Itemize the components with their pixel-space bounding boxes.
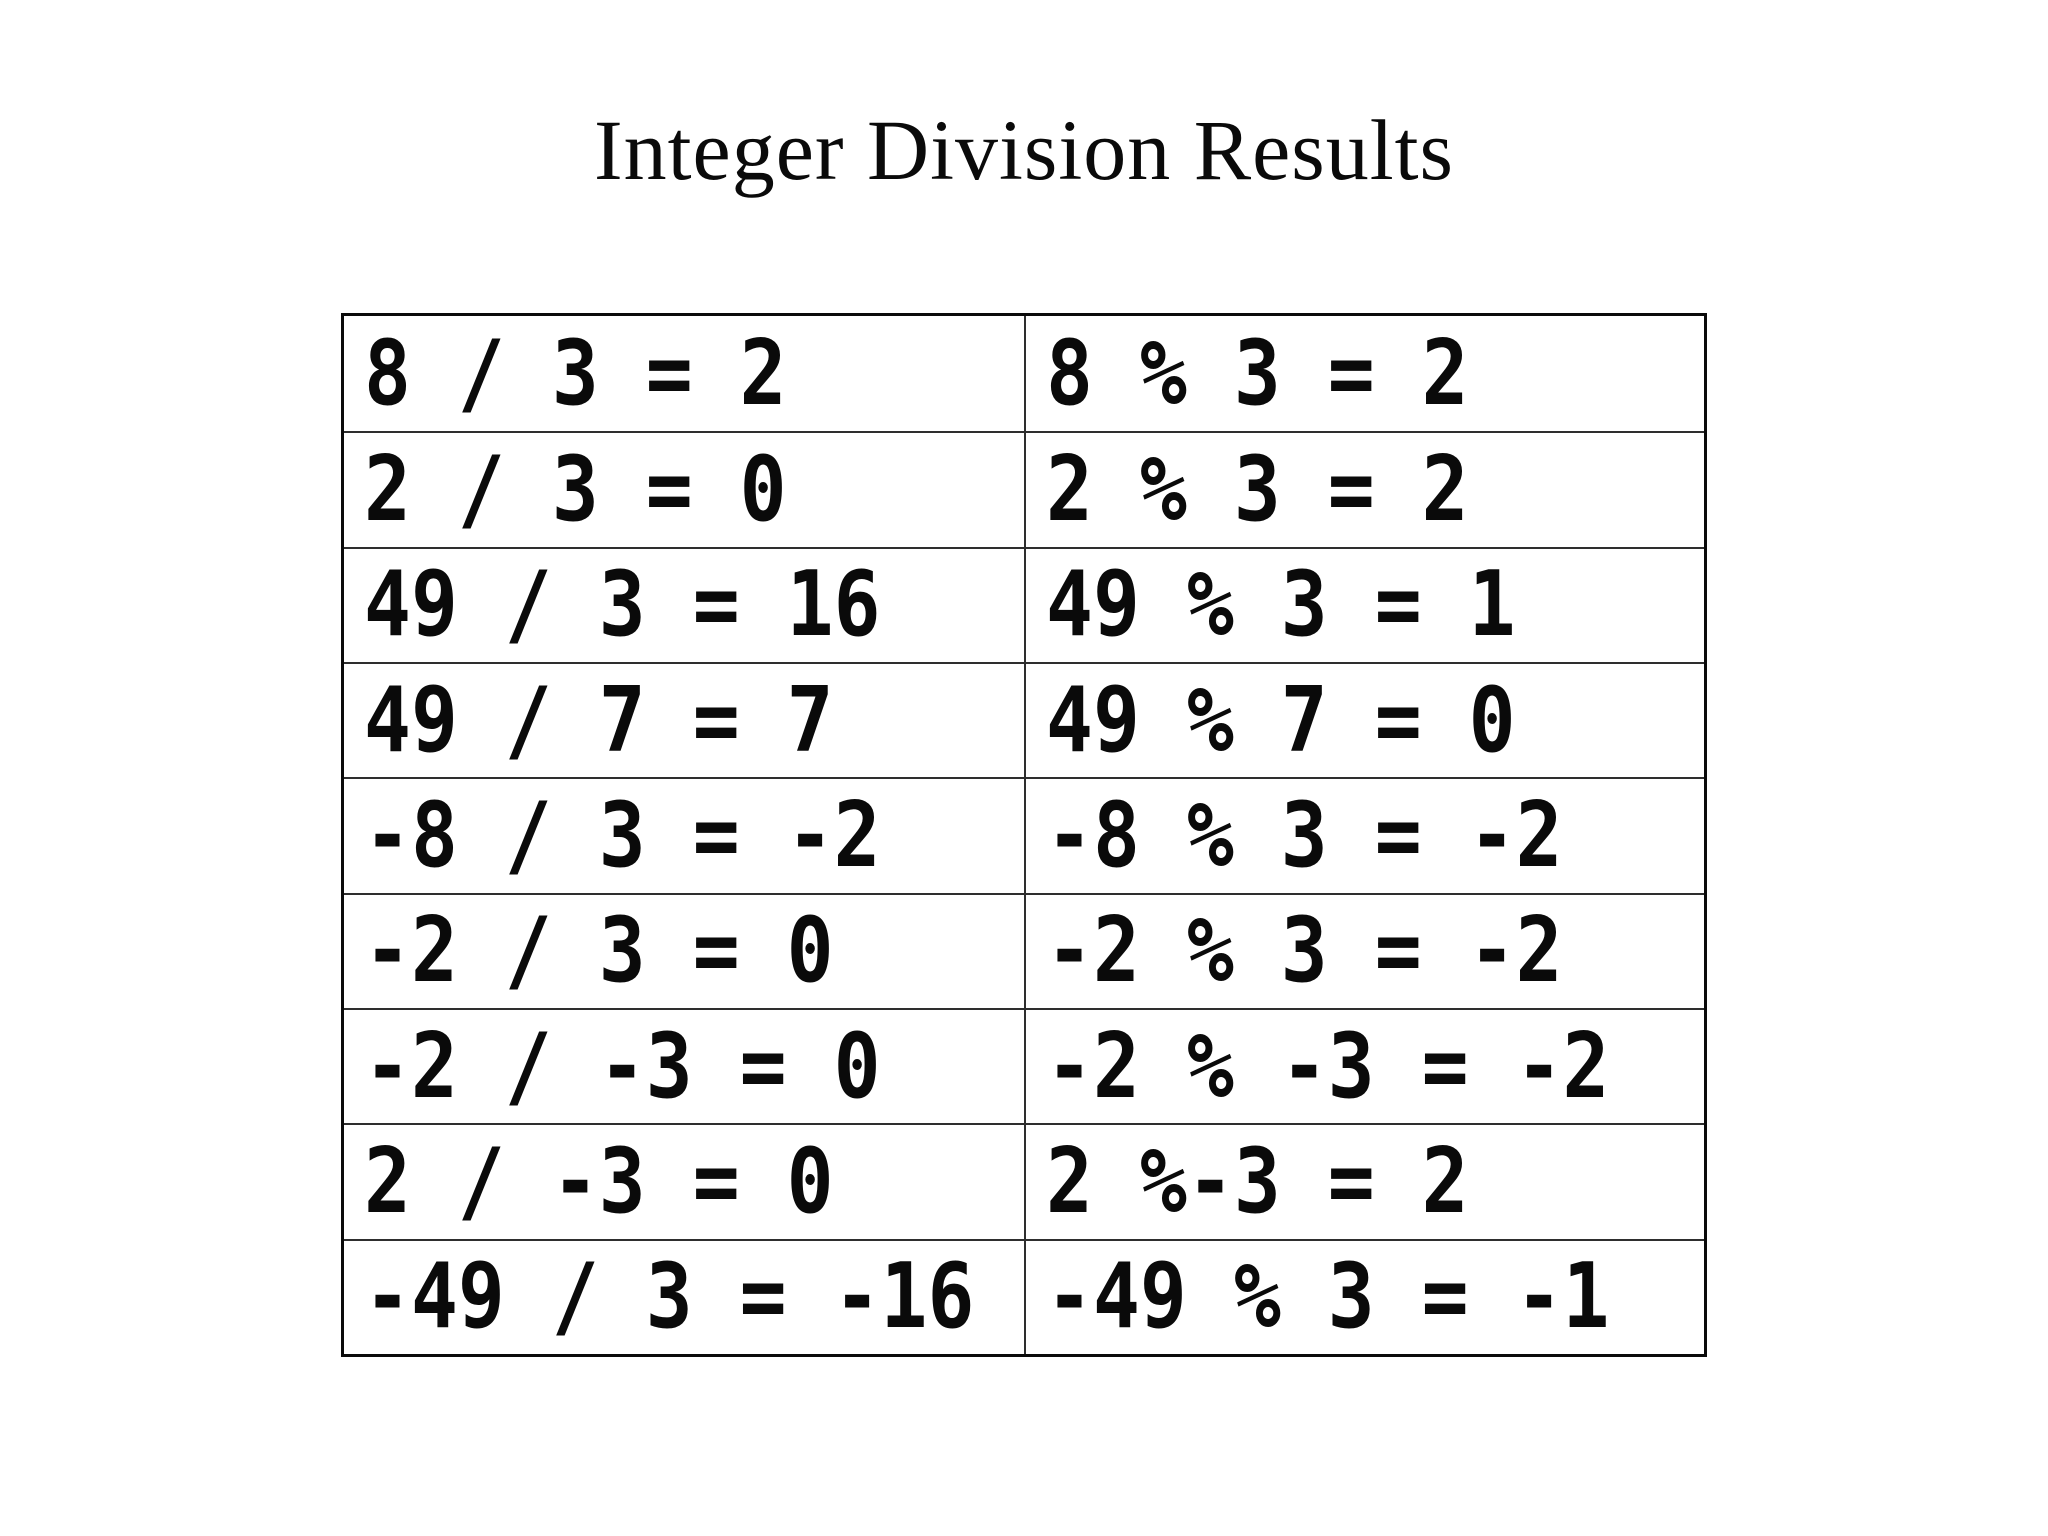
expression-text: 49 / 7 = 7 <box>364 668 834 773</box>
division-cell: -49 / 3 = -16 <box>344 1238 1024 1354</box>
expression-text: -2 / 3 = 0 <box>364 899 834 1004</box>
expression-text: 8 % 3 = 2 <box>1046 321 1469 426</box>
expression-text: 49 % 7 = 0 <box>1046 668 1516 773</box>
division-cell: 2 / 3 = 0 <box>344 431 1024 546</box>
expression-text: -2 % 3 = -2 <box>1046 899 1563 1004</box>
modulo-cell: 2 %-3 = 2 <box>1024 1123 1704 1239</box>
expression-text: 8 / 3 = 2 <box>364 321 787 426</box>
division-cell: -2 / -3 = 0 <box>344 1008 1024 1123</box>
expression-text: -2 / -3 = 0 <box>364 1014 881 1119</box>
modulo-cell: 49 % 3 = 1 <box>1024 546 1704 662</box>
modulo-cell: -2 % 3 = -2 <box>1024 892 1704 1008</box>
expression-text: 2 %-3 = 2 <box>1046 1130 1469 1234</box>
division-cell: 49 / 3 = 16 <box>344 546 1024 662</box>
expression-text: -8 % 3 = -2 <box>1046 784 1563 888</box>
modulo-cell: 8 % 3 = 2 <box>1024 316 1704 432</box>
expression-text: 2 / -3 = 0 <box>364 1130 834 1234</box>
modulo-cell: -2 % -3 = -2 <box>1024 1008 1704 1124</box>
expression-text: 49 % 3 = 1 <box>1046 553 1516 658</box>
results-table: 8 / 3 = 2 8 % 3 = 2 2 / 3 = 0 2 % 3 = 2 … <box>341 313 1707 1357</box>
division-cell: -2 / 3 = 0 <box>344 892 1024 1008</box>
modulo-cell: -8 % 3 = -2 <box>1024 777 1704 893</box>
modulo-cell: 2 % 3 = 2 <box>1024 431 1704 547</box>
division-cell: -8 / 3 = -2 <box>344 777 1024 892</box>
expression-text: -8 / 3 = -2 <box>364 784 881 888</box>
expression-text: -49 % 3 = -1 <box>1046 1245 1610 1350</box>
expression-text: 2 % 3 = 2 <box>1046 438 1469 542</box>
modulo-cell: -49 % 3 = -1 <box>1024 1238 1704 1354</box>
division-cell: 49 / 7 = 7 <box>344 662 1024 777</box>
expression-text: 49 / 3 = 16 <box>364 553 881 658</box>
division-cell: 8 / 3 = 2 <box>344 316 1024 431</box>
expression-text: -2 % -3 = -2 <box>1046 1014 1610 1119</box>
page-title: Integer Division Results <box>593 102 1455 198</box>
modulo-cell: 49 % 7 = 0 <box>1024 662 1704 778</box>
expression-text: 2 / 3 = 0 <box>364 438 787 542</box>
division-cell: 2 / -3 = 0 <box>344 1123 1024 1238</box>
expression-text: -49 / 3 = -16 <box>364 1245 975 1350</box>
